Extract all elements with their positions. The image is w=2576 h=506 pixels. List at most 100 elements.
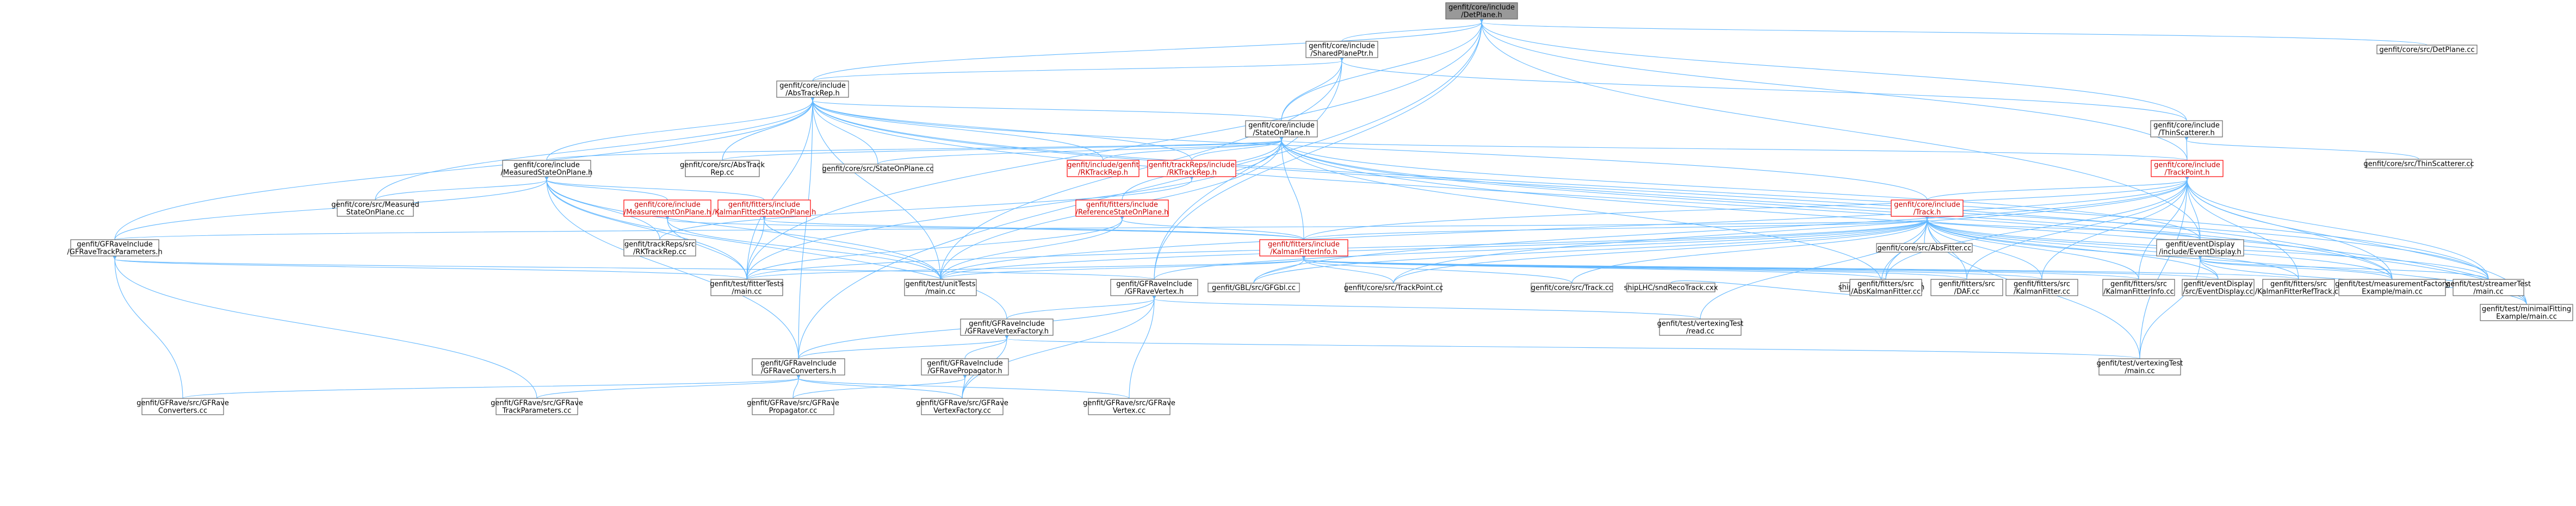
- node-label: genfit/trackReps/include: [1149, 161, 1235, 170]
- node-track_cc[interactable]: genfit/core/src/Track.cc: [1531, 283, 1613, 292]
- edge-vertexfactory_cc-to-propagator_h: [962, 374, 968, 399]
- node-measuredstate[interactable]: genfit/core/include/MeasuredStateOnPlane…: [501, 160, 593, 177]
- node-detplane[interactable]: genfit/core/include/DetPlane.h: [1445, 2, 1518, 20]
- edge-thinscatterer_h-to-detplane: [1479, 18, 2187, 121]
- node-label: genfit/test/streamerTest: [2446, 280, 2531, 289]
- node-absfitter_cc[interactable]: genfit/core/src/AbsFitter.cc: [1876, 243, 1973, 253]
- node-propagator_h[interactable]: genfit/GFRaveInclude/GFRavePropagator.h: [921, 358, 1009, 376]
- node-converters_cc[interactable]: genfit/GFRave/src/GFRaveConverters.cc: [137, 398, 229, 415]
- node-converters_h[interactable]: genfit/GFRaveInclude/GFRaveConverters.h: [752, 358, 845, 376]
- edge-gfravetrackparams_h-to-measuredstate: [114, 176, 549, 240]
- node-label: VertexFactory.cc: [933, 407, 991, 415]
- node-gfravetrackparams_h[interactable]: genfit/GFRaveInclude/GFRaveTrackParamete…: [67, 239, 163, 257]
- node-label: genfit/GFRaveInclude: [77, 241, 152, 249]
- edge-vertex_cc-to-gfravevertex_h: [1129, 295, 1157, 399]
- node-measurementonplane[interactable]: genfit/core/include/MeasurementOnPlane.h: [623, 199, 711, 217]
- node-gfravevertex_h[interactable]: genfit/GFRaveInclude/GFRaveVertex.h: [1110, 279, 1198, 296]
- node-shiplhc_cxx[interactable]: shipLHC/sndRecoTrack.cxx: [1624, 283, 1718, 292]
- node-track_h[interactable]: genfit/core/include/Track.h: [1891, 199, 1964, 217]
- node-vertexingread[interactable]: genfit/test/vertexingTest/read.cc: [1657, 318, 1744, 336]
- node-vertexingmain[interactable]: genfit/test/vertexingTest/main.cc: [2097, 358, 2183, 376]
- node-label: /main.cc: [2125, 367, 2154, 376]
- node-daf_cc[interactable]: genfit/fitters/src/DAF.cc: [1930, 279, 2003, 296]
- node-trackparams_cc[interactable]: genfit/GFRave/src/GFRaveTrackParameters.…: [491, 398, 583, 415]
- edge-sharedplaneptr-to-detplane: [1341, 18, 1484, 42]
- node-kalmanrefftrack_cc[interactable]: genfit/fitters/src/KalmanFitterRefTrack.…: [2255, 279, 2342, 296]
- node-label: genfit/GFRave/src/GFRave: [1083, 399, 1175, 408]
- node-propagator_cc[interactable]: genfit/GFRave/src/GFRavePropagator.cc: [747, 398, 839, 415]
- edge-abstrackrep_cc-to-stateonplane: [722, 135, 1284, 161]
- node-label: /KalmanFitter.cc: [2014, 288, 2070, 296]
- edge-streamertest-to-abstrackrep: [810, 96, 2489, 280]
- node-stateonplane_cc[interactable]: genfit/core/src/StateOnPlane.cc: [822, 164, 934, 173]
- node-trackpoint_cc[interactable]: genfit/core/src/TrackPoint.cc: [1344, 283, 1444, 292]
- node-label: genfit/trackReps/src: [624, 241, 695, 249]
- node-label: /AbsTrackRep.h: [785, 90, 839, 98]
- node-kalmanfitterinfo_h[interactable]: genfit/fitters/include/KalmanFitterInfo.…: [1259, 239, 1348, 257]
- node-sharedplaneptr[interactable]: genfit/core/include/SharedPlanePtr.h: [1305, 41, 1378, 58]
- node-label: genfit/core/include: [2154, 161, 2220, 170]
- node-abstrackrep_cc[interactable]: genfit/core/src/AbsTrackRep.cc: [680, 160, 765, 177]
- node-trackpoint_h[interactable]: genfit/core/include/TrackPoint.h: [2151, 160, 2224, 177]
- node-label: genfit/core/src/StateOnPlane.cc: [822, 165, 933, 173]
- node-label: genfit/test/vertexingTest: [2097, 360, 2183, 368]
- node-rktrackrep_genfit[interactable]: genfit/include/genfit/RKTrackRep.h: [1067, 160, 1140, 177]
- node-gbl_cc[interactable]: genfit/GBL/src/GFGbl.cc: [1208, 283, 1300, 292]
- node-label: genfit/GFRaveInclude: [969, 320, 1044, 328]
- node-detplane_cc[interactable]: genfit/core/src/DetPlane.cc: [2376, 45, 2478, 54]
- node-label: genfit/eventDisplay: [2165, 241, 2234, 249]
- node-label: StateOnPlane.cc: [346, 209, 405, 217]
- edge-eventdisplay_cc-to-eventdisplay_h: [2197, 255, 2219, 280]
- edge-gfravevertex_h-to-detplane: [1154, 18, 1484, 280]
- edge-fittests-to-measuredstate: [544, 176, 747, 280]
- node-label: /KalmanFitterInfo.h: [1270, 248, 1337, 257]
- node-label: genfit/core/src/AbsTrack: [680, 161, 765, 170]
- node-box: [2005, 279, 2078, 296]
- edge-converters_cc-to-gfravetrackparams_h: [112, 255, 183, 399]
- node-box: [685, 160, 760, 177]
- node-vertexfactory_h[interactable]: genfit/GFRaveInclude/GFRaveVertexFactory…: [960, 318, 1054, 336]
- node-box: [752, 398, 834, 415]
- node-box: [1147, 160, 1236, 177]
- node-label: /GFRaveConverters.h: [761, 367, 836, 376]
- node-label: genfit/fitters/src: [2014, 280, 2070, 289]
- node-measfactory[interactable]: genfit/test/measurementFactoryExample/ma…: [2335, 279, 2449, 296]
- node-minimalfit[interactable]: genfit/test/minimalFittingExample/main.c…: [2480, 304, 2573, 321]
- node-abskalman_cc[interactable]: genfit/fitters/src/AbsKalmanFitter.cc: [1849, 279, 1922, 296]
- edge-unittests-to-kalmanfitterinfo_h: [940, 254, 1306, 280]
- node-vertex_cc[interactable]: genfit/GFRave/src/GFRaveVertex.cc: [1083, 398, 1175, 415]
- node-streamertest[interactable]: genfit/test/streamerTest/main.cc: [2446, 279, 2531, 296]
- node-label: /KalmanFittedStateOnPlane.h: [713, 209, 816, 217]
- node-referencestate[interactable]: genfit/fitters/include/ReferenceStateOnP…: [1075, 199, 1169, 217]
- node-vertexfactory_cc[interactable]: genfit/GFRave/src/GFRaveVertexFactory.cc: [916, 398, 1008, 415]
- node-eventdisplay_h[interactable]: genfit/eventDisplay/include/EventDisplay…: [2156, 239, 2244, 257]
- node-box: [2262, 279, 2335, 296]
- node-eventdisplay_cc[interactable]: genfit/eventDisplay/src/EventDisplay.cc: [2182, 279, 2255, 296]
- node-kalmanfitter_cc[interactable]: genfit/fitters/src/KalmanFitter.cc: [2005, 279, 2078, 296]
- node-box: [2151, 160, 2224, 177]
- node-rktrackrep_cc[interactable]: genfit/trackReps/src/RKTrackRep.cc: [623, 239, 696, 257]
- edge-unittests-to-referencestate: [940, 215, 1125, 280]
- node-label: genfit/core/src/ThinScatterer.cc: [2363, 160, 2474, 168]
- node-thinscatterer_h[interactable]: genfit/core/include/ThinScatterer.h: [2150, 120, 2223, 138]
- node-kalmanfitterinfo_cc[interactable]: genfit/fitters/src/KalmanFitterInfo.cc: [2102, 279, 2175, 296]
- node-abstrackrep[interactable]: genfit/core/include/AbsTrackRep.h: [776, 80, 849, 98]
- edge-eventdisplay_cc-to-track_h: [1924, 215, 2219, 280]
- node-label: genfit/GFRave/src/GFRave: [916, 399, 1008, 408]
- edge-unittests-to-track_h: [940, 215, 1930, 280]
- node-measuredstate_cc[interactable]: genfit/core/src/MeasuredStateOnPlane.cc: [331, 199, 419, 217]
- edge-unittests-to-trackpoint_h: [940, 175, 2190, 280]
- edge-trackpoint_cc-to-trackpoint_h: [1393, 176, 2190, 284]
- node-label: /DetPlane.h: [1461, 11, 1502, 20]
- node-rktrackrep_reps[interactable]: genfit/trackReps/include/RKTrackRep.h: [1147, 160, 1236, 177]
- node-stateonplane[interactable]: genfit/core/include/StateOnPlane.h: [1245, 120, 1318, 138]
- node-thinscatterer_cc[interactable]: genfit/core/src/ThinScatterer.cc: [2363, 159, 2474, 168]
- node-kalmanfitted[interactable]: genfit/fitters/include/KalmanFittedState…: [713, 199, 816, 217]
- node-box: [1305, 41, 1378, 58]
- edge-trackpoint_h-to-stateonplane: [1278, 135, 2188, 161]
- node-fittests[interactable]: genfit/test/fitterTests/main.cc: [710, 279, 784, 296]
- node-unittests[interactable]: genfit/test/unitTests/main.cc: [904, 279, 977, 296]
- edge-unittests-to-measuredstate: [544, 176, 941, 280]
- edge-stateonplane_cc-to-abstrackrep: [810, 96, 878, 165]
